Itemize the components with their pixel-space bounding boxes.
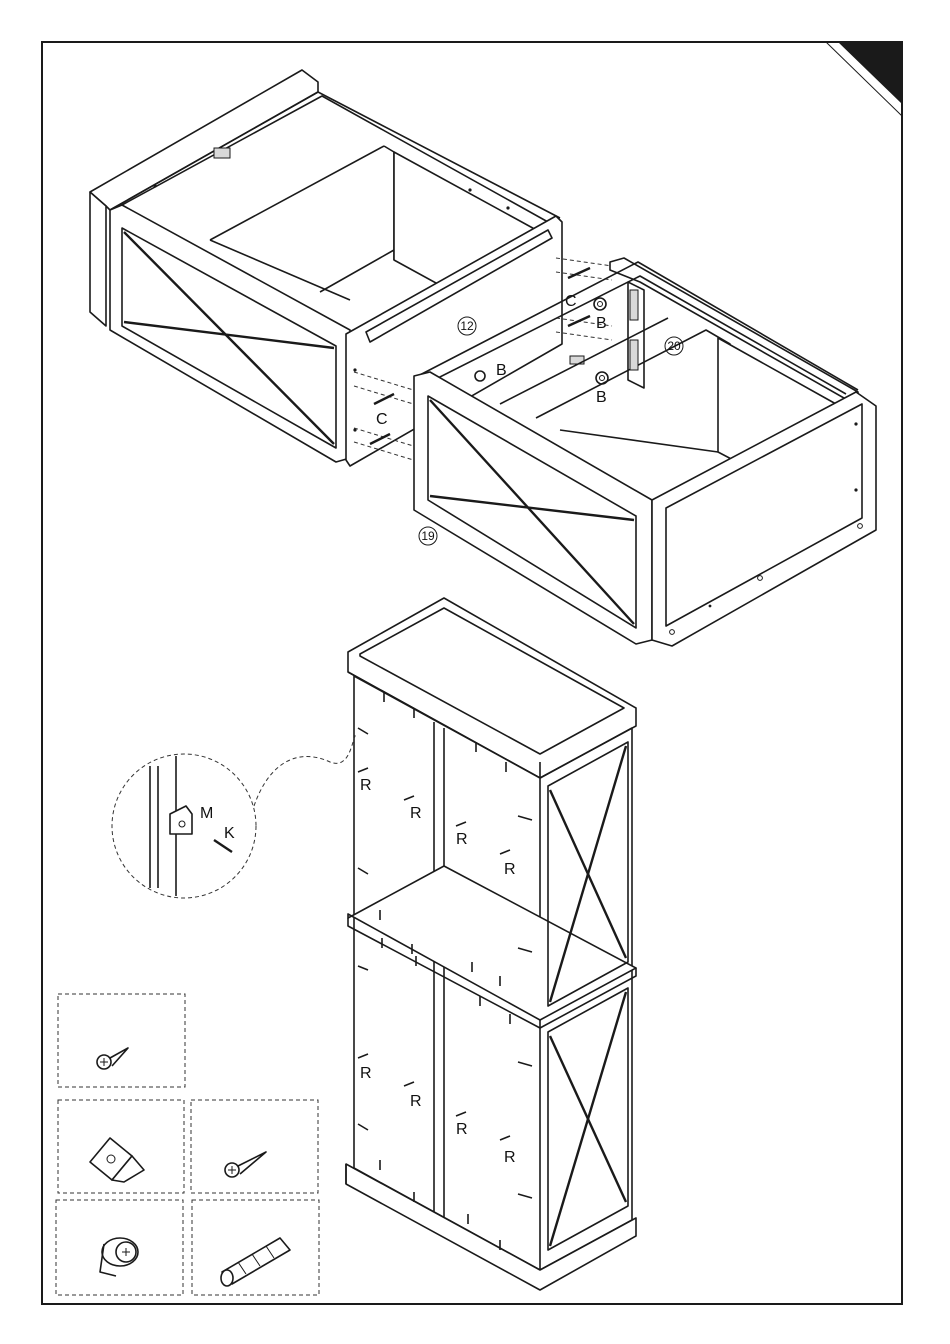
b-label-3: B: [596, 389, 607, 406]
part-20-label: 20: [665, 337, 683, 355]
part-12-number: 12: [460, 319, 474, 333]
b-label-1: B: [596, 315, 607, 332]
r-label-4: R: [504, 861, 516, 878]
b-label-2: B: [496, 362, 507, 379]
part-19-number: 19: [421, 529, 435, 543]
screw-r-icon: [97, 1048, 128, 1069]
r-label-6: R: [410, 1093, 422, 1110]
r-label-8: R: [504, 1149, 516, 1166]
cam-lock-b-icon: [100, 1238, 138, 1276]
detail-callout: [112, 734, 356, 898]
hardware-legend: [56, 994, 319, 1295]
screw-k-icon: [225, 1152, 266, 1177]
r-label-3: R: [456, 831, 468, 848]
r-label-2: R: [410, 805, 422, 822]
r-label-7: R: [456, 1121, 468, 1138]
dowel-c-icon: [221, 1238, 290, 1286]
part-19-label: 19: [419, 527, 437, 545]
bracket-m-icon: [90, 1138, 144, 1182]
part-20-number: 20: [667, 339, 681, 353]
c-label-lower: C: [376, 411, 388, 428]
k-label: K: [224, 825, 235, 842]
part-12-label: 12: [458, 317, 476, 335]
corner-tab: [826, 42, 902, 116]
m-label: M: [200, 805, 213, 822]
r-label-1: R: [360, 777, 372, 794]
r-label-5: R: [360, 1065, 372, 1082]
tall-cabinet: [346, 598, 636, 1290]
